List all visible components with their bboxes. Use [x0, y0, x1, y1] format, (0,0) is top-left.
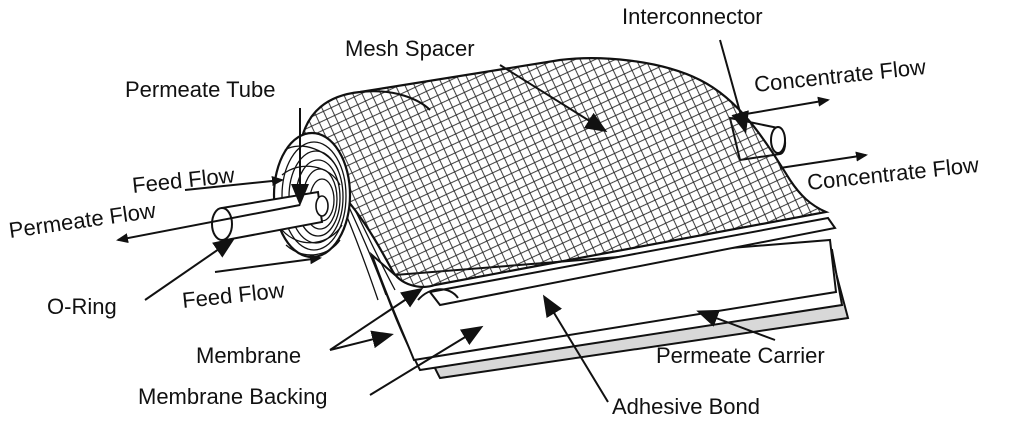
label-feed-flow-top: Feed Flow [131, 162, 236, 198]
label-permeate-tube: Permeate Tube [125, 77, 275, 102]
membrane-leader-1 [329, 287, 424, 351]
adhesive-bond-leader [542, 294, 609, 403]
label-membrane-backing: Membrane Backing [138, 384, 328, 409]
label-permeate-carrier: Permeate Carrier [656, 343, 825, 368]
feed-flow-top-arrow [184, 176, 284, 191]
label-mesh-spacer: Mesh Spacer [345, 36, 475, 61]
label-membrane: Membrane [196, 343, 301, 368]
concentrate-flow-right-arrow [779, 151, 868, 169]
feed-flow-bottom-arrow [214, 254, 322, 273]
concentrate-flow-top-arrow [739, 96, 830, 116]
permeate-tube-bore [315, 195, 329, 217]
o-ring-leader [144, 237, 236, 301]
mesh-spacer-roll [298, 57, 830, 288]
label-interconnector: Interconnector [622, 4, 763, 29]
membrane-backing-leader [369, 325, 484, 396]
label-concentrate-flow-top: Concentrate Flow [753, 54, 927, 97]
permeate-flow-arrow [116, 204, 301, 244]
interconnector-end [770, 126, 786, 154]
permeate-tube-end [211, 207, 233, 241]
membrane-leader-2 [329, 330, 394, 351]
label-feed-flow-bottom: Feed Flow [181, 277, 286, 313]
spacer-strip [428, 216, 837, 307]
permeate-carrier-leader [696, 309, 776, 341]
label-concentrate-flow-right: Concentrate Flow [806, 152, 980, 195]
mesh-spacer-leader [499, 64, 608, 133]
interconnector-leader [719, 39, 749, 134]
label-adhesive-bond: Adhesive Bond [612, 394, 760, 419]
label-o-ring: O-Ring [47, 294, 117, 319]
